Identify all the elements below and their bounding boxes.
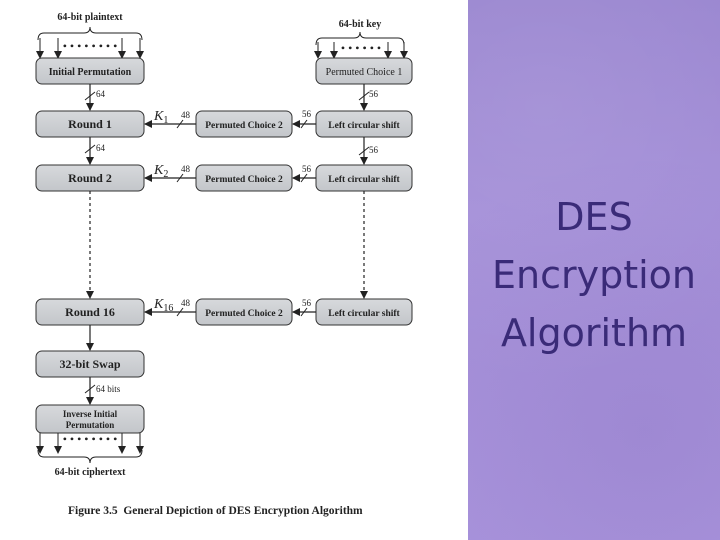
ciphertext-output-arrows <box>36 433 144 454</box>
round-2-label: Round 2 <box>68 171 112 185</box>
figure-caption: Figure 3.5 General Depiction of DES Encr… <box>68 505 363 517</box>
subkey-slash-marks <box>176 119 184 317</box>
left-shift-2-label: Left circular shift <box>328 175 400 185</box>
inverse-permutation-box <box>35 404 145 434</box>
shift-slash-marks <box>300 119 308 317</box>
diagram-panel <box>0 0 468 540</box>
shift-to-pc2-arrows <box>292 120 316 316</box>
left-shift-1-label: Left circular shift <box>328 121 400 131</box>
swap-label: 32-bit Swap <box>59 357 120 371</box>
slide-title-line-3: Algorithm <box>500 311 688 355</box>
slide-title-line-1: DES <box>555 195 633 239</box>
right-slash-marks <box>358 91 370 156</box>
key-ellipsis: • • • • • • <box>341 41 381 55</box>
subkey-k16-label: K16 <box>153 297 173 314</box>
shift-56-label-3: 56 <box>302 298 312 308</box>
left-shift-16-label: Left circular shift <box>328 309 400 319</box>
round-16-label: Round 16 <box>65 305 115 319</box>
key-brace <box>315 31 405 46</box>
subkey-48-label-2: 48 <box>181 164 191 174</box>
ciphertext-label: 64-bit ciphertext <box>55 467 126 478</box>
bits-56-label-a: 56 <box>369 89 379 99</box>
subkey-48-label-1: 48 <box>181 110 191 120</box>
initial-permutation-label: Initial Permutation <box>49 67 132 78</box>
shift-56-label-1: 56 <box>302 109 312 119</box>
permuted-choice-2-label-2: Permuted Choice 2 <box>205 175 283 185</box>
shift-56-label-2: 56 <box>302 164 312 174</box>
subkey-k2-label: K2 <box>153 163 168 180</box>
plaintext-input-arrows <box>36 38 144 59</box>
inverse-permutation-label-1: Inverse Initial <box>63 409 118 419</box>
des-flow-diagram: 64-bit plaintext 64-bit key • • • • • • … <box>35 12 413 517</box>
permuted-choice-2-label-16: Permuted Choice 2 <box>205 309 283 319</box>
permuted-choice-2-label-1: Permuted Choice 2 <box>205 121 283 131</box>
bits-64-label-a: 64 <box>96 89 106 99</box>
subkey-48-label-3: 48 <box>181 298 191 308</box>
slide-title-line-2: Encryption <box>491 253 696 297</box>
subkey-arrows <box>144 120 196 316</box>
ciphertext-ellipsis: • • • • • • • • <box>63 432 118 446</box>
inverse-permutation-label-2: Permutation <box>66 420 115 430</box>
title-panel <box>468 0 720 540</box>
bits-64-label-c: 64 bits <box>96 384 121 394</box>
plaintext-ellipsis: • • • • • • • • <box>63 39 118 53</box>
bits-56-label-b: 56 <box>369 145 379 155</box>
permuted-choice-1-label: Permuted Choice 1 <box>326 67 403 78</box>
plaintext-brace <box>37 26 143 41</box>
key-input-arrows <box>314 42 408 59</box>
ciphertext-brace <box>37 449 143 464</box>
bits-64-label-b: 64 <box>96 143 106 153</box>
plaintext-label: 64-bit plaintext <box>57 12 123 23</box>
subkey-k1-label: K1 <box>153 109 168 126</box>
key-label: 64-bit key <box>339 19 382 30</box>
round-1-label: Round 1 <box>68 117 112 131</box>
left-slash-marks <box>84 91 96 394</box>
